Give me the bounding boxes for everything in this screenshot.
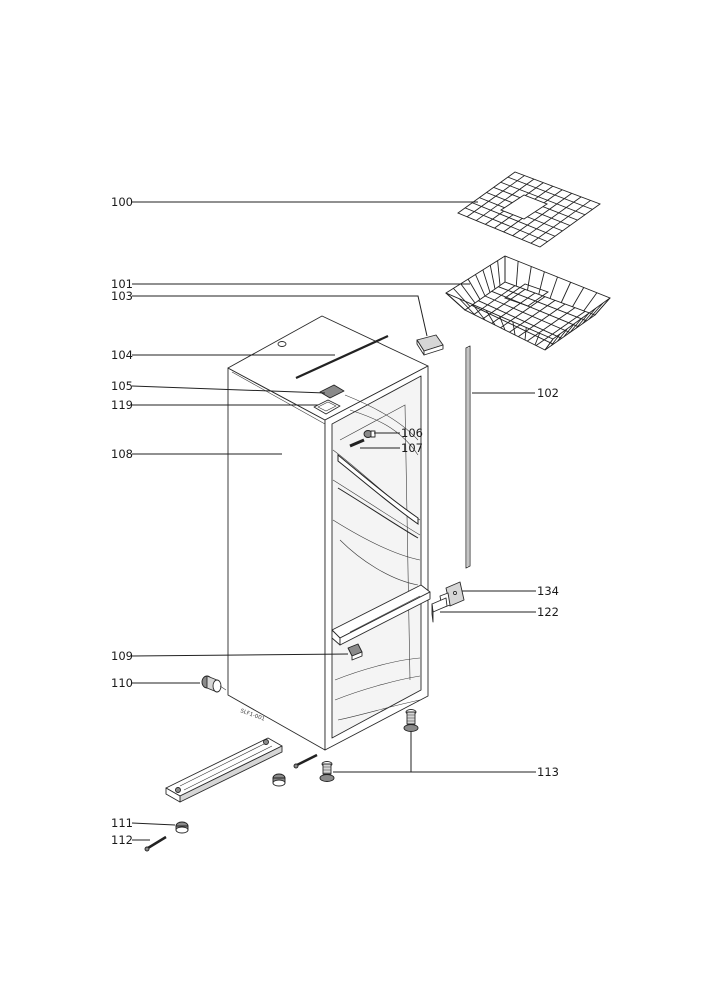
basket-upright [485,310,496,326]
basket-upright [489,265,496,290]
callout-100: 100 [111,195,133,209]
part-110-cylinder [201,675,227,693]
wire-line [507,176,593,210]
callout-109: 109 [111,649,133,663]
basket-upright [512,321,516,336]
basket-upright [569,318,582,333]
part-109-clip [347,643,363,661]
basket-upright [499,315,506,331]
basket-upright [538,271,545,295]
callout-110: 110 [111,676,133,690]
basket-upright [549,276,558,299]
basket-upright [563,323,575,338]
wire-line [464,207,548,243]
wire-line [478,300,562,339]
part-107-bar [349,438,365,448]
wire-line [530,200,591,244]
basket-upright [582,307,597,325]
basket-upright [445,292,466,311]
basket-upright [594,297,611,316]
basket-upright [550,333,561,346]
leader-111 [131,822,176,826]
part-113-foot-rear [403,709,419,732]
leader-109 [131,653,349,657]
callout-labels: 100 101 103 104 105 119 108 106 107 102 … [111,195,559,847]
small-foot [272,773,286,787]
part-100-wire-grid [457,171,601,248]
callout-112: 112 [111,833,133,847]
callout-113: 113 [537,765,559,779]
wire-line [500,296,546,329]
basket-upright [572,287,585,307]
callout-102: 102 [537,386,559,400]
wire-line [491,292,536,324]
basket-upright [460,283,476,304]
part-103-top-bracket [416,334,444,356]
basket-upright [482,269,491,293]
basket-upright [575,313,589,329]
callout-105: 105 [111,379,133,393]
basket-upright [527,266,532,291]
basket-upright [560,282,572,303]
basket-upright [588,302,604,320]
wire-line [509,299,556,333]
callout-107: 107 [401,441,423,455]
callout-108: 108 [111,447,133,461]
basket-upright [467,278,481,300]
basket-upright [534,333,541,346]
wire-line [471,304,554,345]
wire-line [500,181,586,216]
part-111-foot [175,821,189,834]
basket-upright [472,304,486,321]
wire-line [473,285,516,315]
part-106-knob [363,430,376,438]
wire-line [482,288,526,320]
callout-106: 106 [401,426,423,440]
wire-line [472,202,556,237]
basket-upright [583,292,598,312]
callout-134: 134 [537,584,559,598]
basket-upright [459,298,476,316]
part-112-pin [144,835,167,852]
part-122-hinge-pin [431,597,448,623]
wire-line [521,196,582,240]
bottom-rail [165,737,283,803]
leader-103 [132,295,428,337]
leader-lines [131,201,536,841]
wire-line [466,175,525,218]
wire-line [484,295,571,333]
leader-105 [131,385,326,394]
basket-upright [475,274,486,297]
part-101-wire-basket [445,255,611,351]
callout-101: 101 [111,277,133,291]
part-113-foot-front [319,761,335,782]
basket-upright [524,327,527,341]
callout-111: 111 [111,816,133,830]
wire-line [512,192,572,237]
basket-upright [515,261,519,287]
callout-103: 103 [111,289,133,303]
wire-line [475,178,535,221]
wire-line [526,307,576,342]
callout-119: 119 [111,398,133,412]
basket-upright [497,260,501,286]
callout-122: 122 [537,605,559,619]
basket-upright [557,328,568,342]
cabinet-body: SLF1-001 [227,315,431,751]
wire-line [518,303,566,338]
bottom-screw [293,753,318,769]
callout-104: 104 [111,348,133,362]
basket-upright [453,288,471,307]
basket-upright [544,338,554,351]
part-102-vertical-strip [465,345,471,569]
wire-line [535,310,586,346]
